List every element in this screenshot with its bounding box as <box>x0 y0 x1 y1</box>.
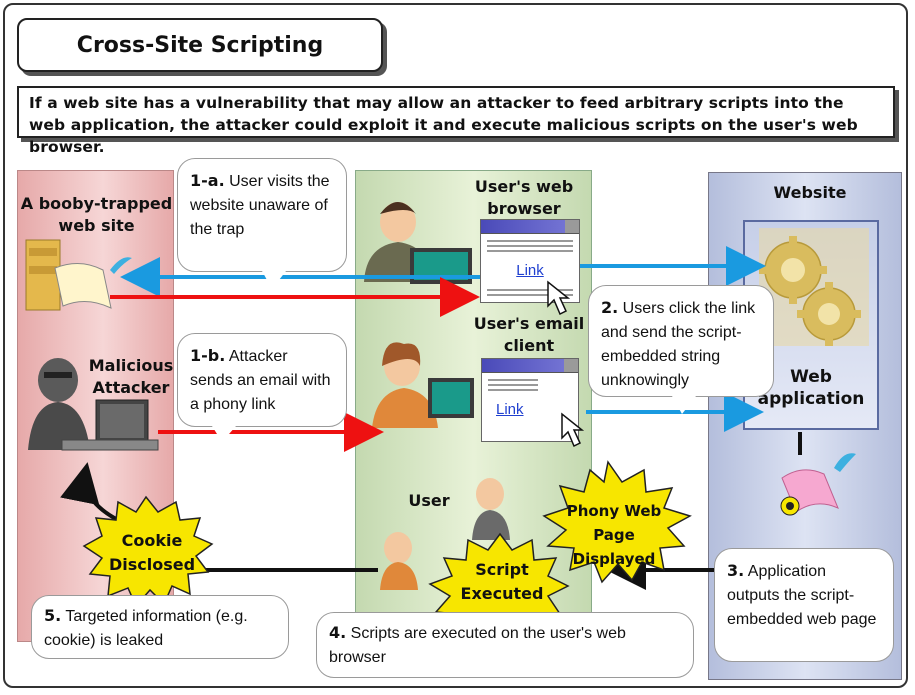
step-5-text: Targeted information (e.g. cookie) is le… <box>44 608 248 649</box>
step-3-text: Application outputs the script-embedded … <box>727 563 877 628</box>
attacker-figure <box>28 358 159 451</box>
step-5-callout: 5. Targeted information (e.g. cookie) is… <box>31 595 289 659</box>
step-3-number: 3. <box>727 561 745 580</box>
user-email-figure <box>372 342 474 428</box>
user-bottom-figures <box>380 478 510 590</box>
step-4-text: Scripts are executed on the user's web b… <box>329 625 626 666</box>
step-2-callout: 2. Users click the link and send the scr… <box>588 285 774 397</box>
user-email-client-label: User's email client <box>473 314 585 355</box>
booby-trapped-site-label: A booby-trapped web site <box>20 194 173 235</box>
step-3-callout: 3. Application outputs the script-embedd… <box>714 548 894 662</box>
step-1a-number: 1-a. <box>190 171 225 190</box>
step-4-number: 4. <box>329 623 347 642</box>
phony-page-label: Phony Web Page Displayed <box>566 502 662 568</box>
step-2-number: 2. <box>601 298 619 317</box>
step-2-tail <box>672 396 696 414</box>
step-5-number: 5. <box>44 606 62 625</box>
step-1b-callout: 1-b. Attacker sends an email with a phon… <box>177 333 347 427</box>
script-executed-label: Script Executed <box>460 560 544 603</box>
trapped-site-icon <box>25 239 132 311</box>
step-1b-text: Attacker sends an email with a phony lin… <box>190 348 331 413</box>
cookie-to-attacker-arrow <box>60 462 119 522</box>
step-4-callout: 4. Scripts are executed on the user's we… <box>316 612 694 678</box>
gears-icon <box>759 228 869 346</box>
user-web-browser-window: Link <box>480 219 580 303</box>
phony-burst <box>542 460 692 584</box>
website-label: Website <box>773 183 847 202</box>
step-2-text: Users click the link and send the script… <box>601 300 756 389</box>
web-application-label: Web application <box>757 367 865 409</box>
step-1b-number: 1-b. <box>190 346 226 365</box>
diagram-title: Cross-Site Scripting <box>17 18 383 72</box>
user-browser-figure <box>364 202 472 284</box>
step-1a-tail <box>262 271 286 289</box>
email-link[interactable]: Link <box>496 401 524 418</box>
description-box: If a web site has a vulnerability that m… <box>17 86 895 156</box>
step-1a-text: User visits the website unaware of the t… <box>190 173 330 238</box>
user-label: User <box>408 491 450 510</box>
user-web-browser-label: User's web browser <box>474 177 574 218</box>
step-1b-tail <box>212 426 236 442</box>
browser-link[interactable]: Link <box>516 262 544 279</box>
web-application-box <box>743 220 879 430</box>
malicious-attacker-label: Malicious Attacker <box>88 356 174 397</box>
step-1a-callout: 1-a. User visits the website unaware of … <box>177 158 347 272</box>
cookie-disclosed-label: Cookie Disclosed <box>108 531 196 574</box>
cookie-burst <box>82 495 214 608</box>
script-scroll-icon <box>780 453 856 516</box>
